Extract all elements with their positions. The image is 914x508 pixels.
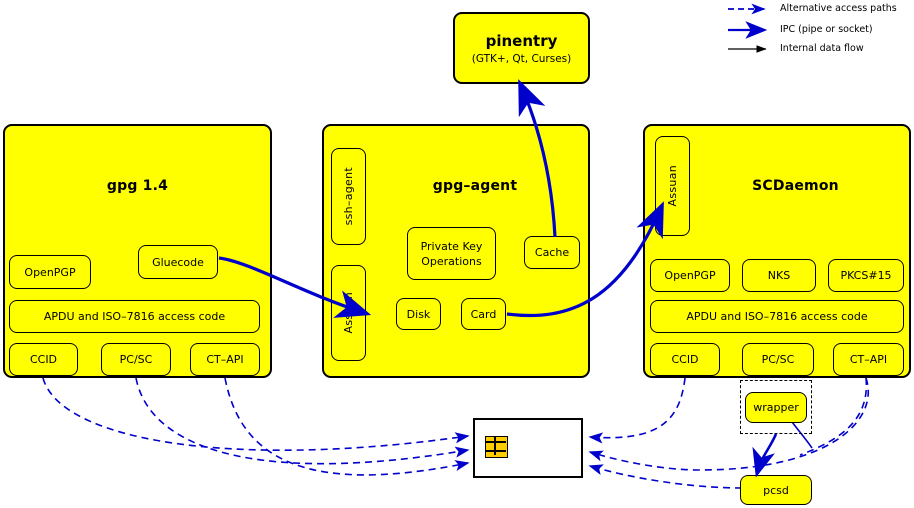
scdaemon-app-nks-label: NKS [767,269,791,282]
gpg-driver-ctapi[interactable]: CT–API [190,343,260,376]
scdaemon-app-pkcs15[interactable]: PKCS#15 [828,259,904,292]
scdaemon-assuan-label: Assuan [666,165,679,207]
pcsd-label: pcsd [763,483,789,497]
smartcard-chip-line-h1 [486,441,506,443]
gpg-agent-disk-box[interactable]: Disk [396,298,441,330]
gpg-agent-ssh-agent-box[interactable]: ssh–agent [331,148,366,245]
gpg-agent-card-label: Card [470,307,497,321]
private-key-operations-line2: Operations [421,254,482,268]
legend-icons [728,3,768,53]
alt-path-wrapper-pcsd [799,377,868,456]
gpg-apdu-label: APDU and ISO–7816 access code [43,310,226,323]
gpg-driver-ccid-label: CCID [29,353,58,366]
gpg-agent-title: gpg–agent [432,178,518,194]
scdaemon-assuan-box[interactable]: Assuan [655,136,690,236]
gpg-apdu-box[interactable]: APDU and ISO–7816 access code [9,300,260,333]
gpg-driver-ctapi-label: CT–API [206,353,244,366]
scdaemon-driver-pcsc[interactable]: PC/SC [742,343,814,376]
gpg-agent-cache-box[interactable]: Cache [524,236,580,269]
scdaemon-driver-ccid-label: CCID [671,353,699,366]
gpg-openpgp-box[interactable]: OpenPGP [9,255,91,289]
scdaemon-driver-ctapi-label: CT–API [849,353,888,366]
scdaemon-title: SCDaemon [752,178,839,194]
private-key-operations-line1: Private Key [420,239,483,253]
gpg-driver-pcsc-label: PC/SC [119,353,153,366]
scdaemon-app-pkcs15-label: PKCS#15 [840,269,892,282]
wrapper-box[interactable]: wrapper [745,392,807,423]
scdaemon-apdu-box[interactable]: APDU and ISO–7816 access code [650,300,904,333]
gpg-gluecode-box[interactable]: Gluecode [138,245,218,279]
scdaemon-app-nks[interactable]: NKS [742,259,816,292]
gpg-agent-assuan-label: Assuan [342,292,355,334]
pinentry-title: pinentry [485,31,558,50]
pinentry-box[interactable]: pinentry (GTK+, Qt, Curses) [453,12,590,84]
gpg-openpgp-label: OpenPGP [24,265,76,279]
legend-label-internal-flow: Internal data flow [780,43,864,54]
gpg-title: gpg 1.4 [106,178,169,194]
gpg-agent-assuan-box[interactable]: Assuan [331,265,366,361]
gpg-agent-ssh-agent-label: ssh–agent [342,167,355,226]
gpg-agent-disk-label: Disk [406,307,431,321]
pinentry-subtitle: (GTK+, Qt, Curses) [471,52,572,65]
gpg-agent-cache-label: Cache [534,246,570,259]
gpg-agent-card-box[interactable]: Card [461,298,506,330]
alt-path-group-gpg [42,377,470,476]
scdaemon-driver-ctapi[interactable]: CT–API [833,343,904,376]
gpg-box[interactable] [3,124,272,378]
wrapper-label: wrapper [753,401,799,414]
scdaemon-apdu-label: APDU and ISO–7816 access code [686,310,868,323]
smartcard-chip-line-v [494,437,496,455]
smartcard-chip-icon [485,436,508,458]
legend: Alternative access paths IPC (pipe or so… [722,2,914,54]
private-key-operations-box[interactable]: Private Key Operations [407,227,496,280]
gpg-driver-ccid[interactable]: CCID [9,343,78,376]
scdaemon-driver-pcsc-label: PC/SC [761,353,795,366]
smartcard-chip-line-h2 [486,450,506,452]
pcsd-box[interactable]: pcsd [740,475,812,505]
legend-label-alt-paths: Alternative access paths [780,3,897,14]
legend-label-ipc: IPC (pipe or socket) [780,24,873,35]
gpg-driver-pcsc[interactable]: PC/SC [101,343,171,376]
scdaemon-app-openpgp[interactable]: OpenPGP [650,259,730,292]
scdaemon-app-openpgp-label: OpenPGP [664,269,716,282]
gpg-gluecode-label: Gluecode [152,255,204,269]
scdaemon-driver-ccid[interactable]: CCID [650,343,720,376]
